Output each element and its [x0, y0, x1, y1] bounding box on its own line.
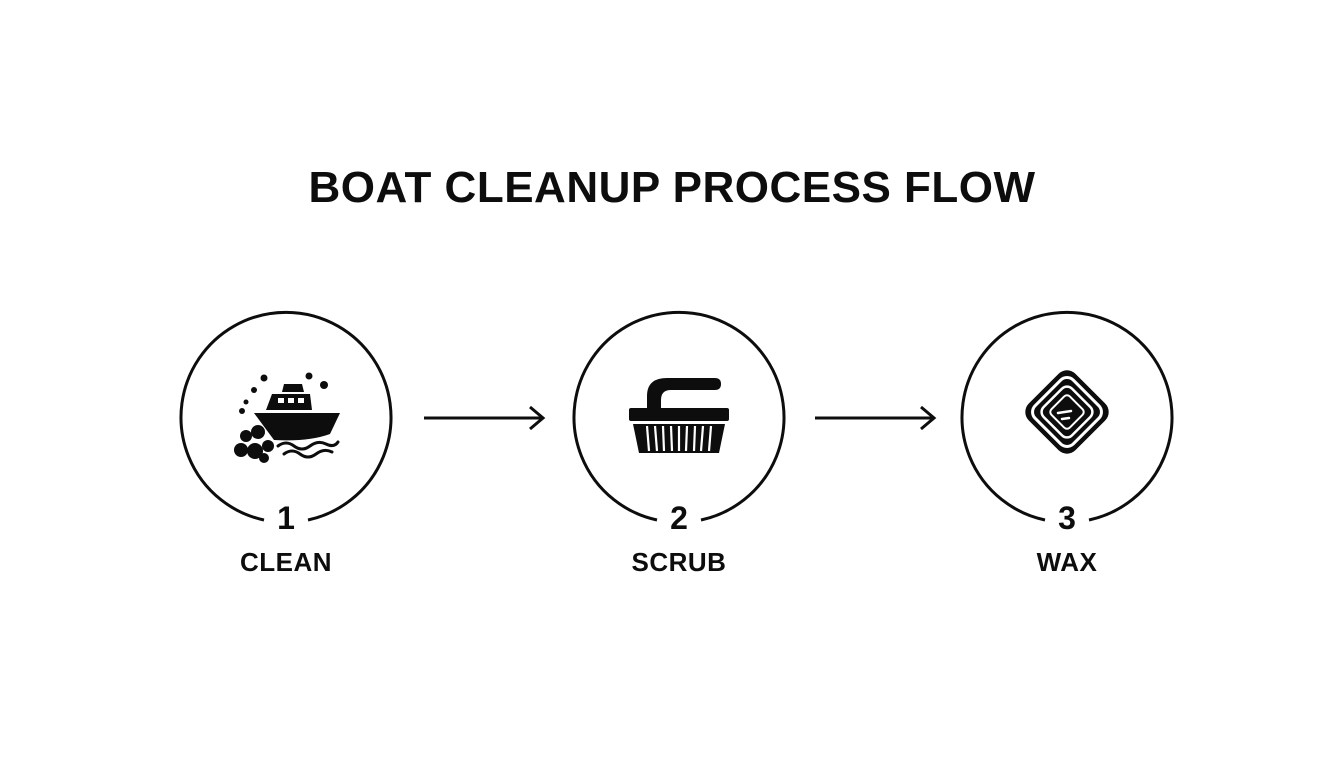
- arrow-right-icon: [815, 405, 937, 431]
- boat-with-bubbles-icon: [234, 372, 340, 463]
- step-scrub: 2 SCRUB: [571, 310, 787, 590]
- step-circle: [959, 310, 1175, 526]
- step-1-ring: [179, 310, 393, 522]
- step-3-ring: [960, 310, 1174, 522]
- step-circle: [178, 310, 394, 526]
- flow-arrow: [422, 400, 548, 436]
- arrow-right-icon: [424, 405, 546, 431]
- diagram-title: BOAT CLEANUP PROCESS FLOW: [308, 163, 1036, 212]
- step-number: 1: [277, 500, 295, 536]
- step-circle: [571, 310, 787, 526]
- step-label: CLEAN: [239, 547, 333, 577]
- step-label: SCRUB: [631, 547, 727, 577]
- step-2-ring: [572, 310, 786, 522]
- step-number: 2: [670, 500, 688, 536]
- step-label: WAX: [1036, 547, 1098, 577]
- flow-arrow: [813, 400, 939, 436]
- step-number: 3: [1058, 500, 1076, 536]
- step-clean: 1 CLEAN: [178, 310, 394, 590]
- step-wax: 3 WAX: [959, 310, 1175, 590]
